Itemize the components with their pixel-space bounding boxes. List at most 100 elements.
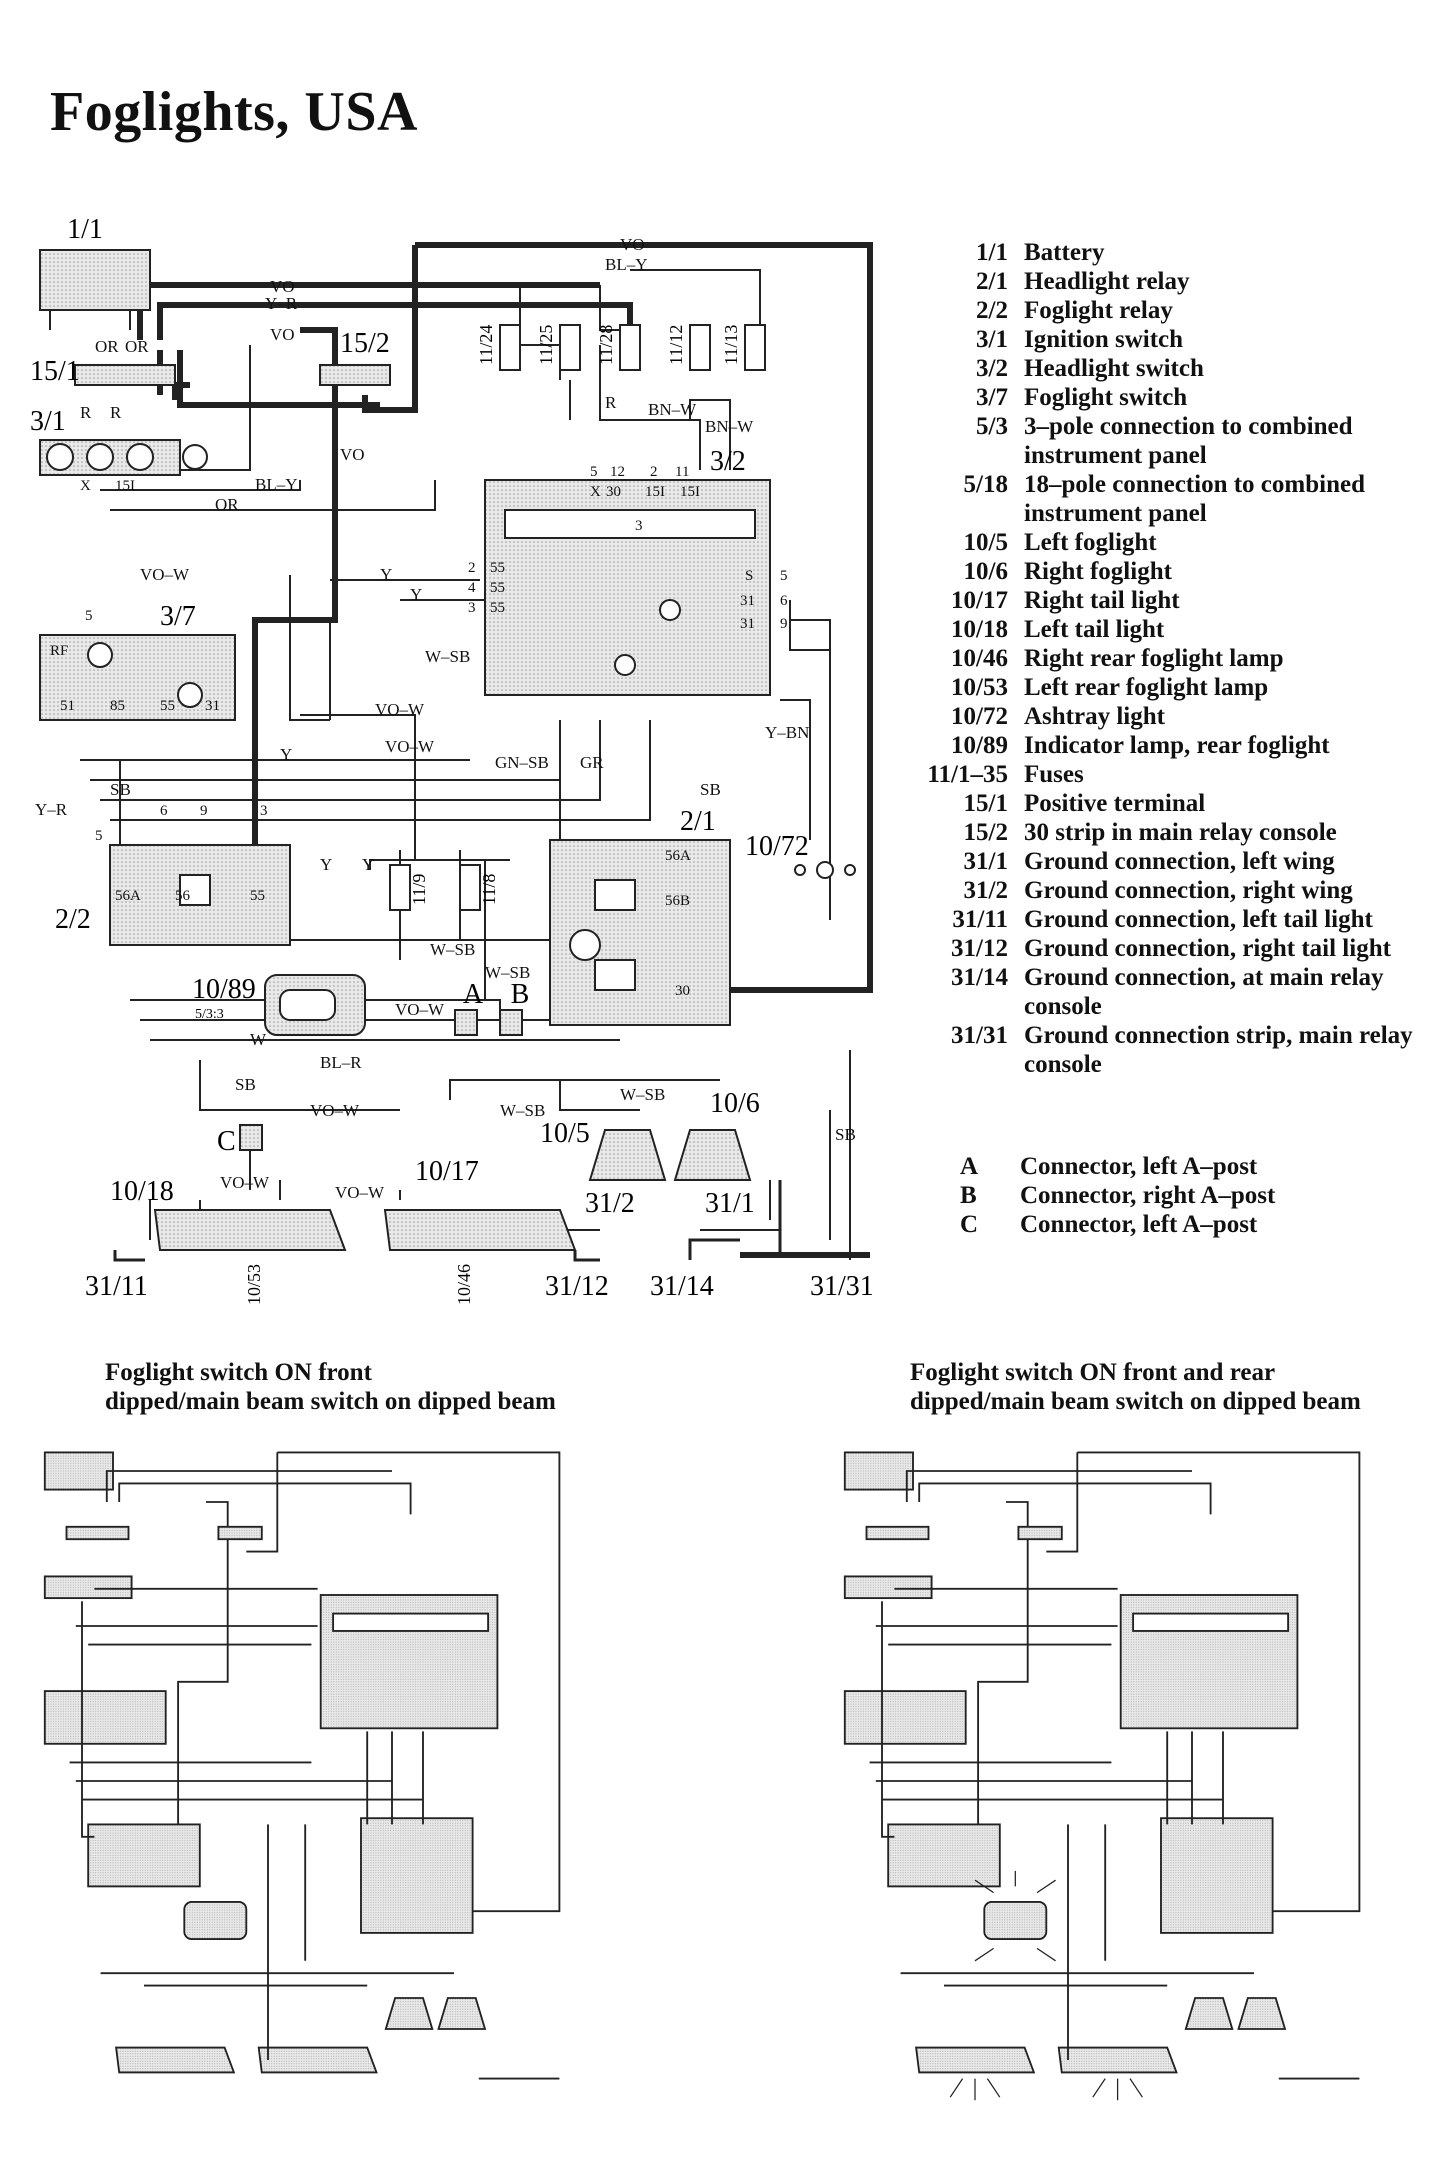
term-hl-r9: 9 [780,616,788,632]
legend-code: 31/12 [951,935,1008,962]
wire-label-gn-sb: GN–SB [495,753,549,772]
grounds [113,1180,870,1262]
connector-code: B [960,1182,977,1209]
strip-30-label: 15/2 [340,328,390,359]
term-hrel-56b: 56B [665,893,690,909]
legend-text: Headlight relay [1024,268,1190,295]
gnd-right-wing-label: 31/2 [585,1188,635,1219]
wire-label-y: Y [410,585,422,604]
gnd-left-wing-label: 31/1 [705,1188,755,1219]
term-hl-15i-2: 15I [680,484,700,500]
term-frel-9: 9 [200,803,208,819]
legend-code: 10/5 [963,529,1008,556]
legend-text: Ashtray light [1024,703,1165,730]
wire-label-w-sb: W–SB [485,963,530,982]
legend-code: 2/1 [976,268,1008,295]
wire-label-sb: SB [835,1125,856,1144]
legend-text: Ground connection, right tail light [1024,935,1391,962]
legend-text: Foglight relay [1024,297,1173,324]
term-hl-r6: 6 [780,593,788,609]
foglight-relay [109,844,291,946]
fuse-11-25: 11/25 [536,325,556,365]
legend-text: 3–pole connection to combined instrument… [1024,413,1353,469]
legend-text: Right foglight [1024,558,1172,585]
connector-b-label: B [511,979,530,1010]
term-frel-5: 5 [95,828,103,844]
strip-30 [319,364,391,386]
term-hl-x: X [590,484,601,500]
wire-label-vo-w: VO–W [385,737,435,756]
fuse-11-13: 11/13 [721,325,741,365]
term-frel-3: 3 [260,803,268,819]
legend-code: 5/3 [976,413,1008,440]
front-foglights [588,1129,752,1181]
legend-text: Ignition switch [1024,326,1184,353]
term-hl-31b: 31 [740,616,755,632]
legend-code: 15/1 [963,790,1008,817]
foglight-switch [39,634,236,721]
legend-code: 10/72 [951,703,1008,730]
legend-text: 30 strip in main relay console [1024,819,1337,846]
wire-label-bl-y: BL–Y [255,475,298,494]
term-ign-x: X [80,478,91,494]
legend-text: Ground connection, left wing [1024,848,1335,875]
legend-code: 10/18 [951,616,1008,643]
term-hl-l3: 3 [468,600,476,616]
legend-code: 5/18 [963,471,1008,498]
legend-row: 10/6 Right foglight [880,557,1440,586]
legend-text: Left rear foglight lamp [1024,674,1269,701]
wire-label-sb: SB [110,780,131,799]
legend-text: Fuses [1024,761,1084,788]
term-frel-56: 56 [175,888,191,904]
term-hl-11: 11 [675,464,689,480]
caption-front-rear: Foglight switch ON front and rear dipped… [910,1358,1361,1416]
wire-label-vo-w: VO–W [335,1183,385,1202]
wire-label-or: OR [125,337,149,356]
wire-label-w-sb: W–SB [430,940,475,959]
caption-front: Foglight switch ON front dipped/main bea… [105,1358,556,1416]
wire-label-w: W [250,1030,267,1049]
legend-text: Ground connection, right wing [1024,877,1353,904]
legend-code: 31/1 [963,848,1008,875]
legend-text: Right rear foglight lamp [1024,645,1284,672]
legend-code: 10/6 [963,558,1008,585]
caption-front-rear-line2: dipped/main beam switch on dipped beam [910,1388,1361,1415]
headlight-switch-label: 3/2 [710,446,746,477]
legend-code: 10/46 [951,645,1008,672]
legend-row: 31/12 Ground connection, right tail light [880,934,1440,963]
indicator-lamp-label: 10/89 [192,974,256,1005]
wire-label-y-r: Y–R [265,294,298,313]
legend-code: 10/17 [951,587,1008,614]
legend-code: 3/1 [976,326,1008,353]
headlight-switch [484,479,771,696]
indicator-conn-label: 5/3:3 [195,1007,224,1022]
wire-label-bn-w: BN–W [705,417,754,436]
legend-code: 11/1–35 [927,761,1008,788]
wire-label-gr: GR [580,753,604,772]
wire-label-bn-w: BN–W [648,400,697,419]
legend-code: 31/14 [951,964,1008,991]
wire-label-r: R [80,403,92,422]
battery [39,249,151,330]
connector-text: Connector, left A–post [1020,1153,1258,1180]
wire-label-y-bn: Y–BN [765,723,809,742]
connector-text: Connector, left A–post [1020,1211,1258,1238]
connector-code: A [960,1153,979,1180]
term-hl-12: 12 [610,464,625,480]
ignition-switch [39,439,208,476]
term-fsw-31: 31 [205,698,220,714]
ignition-switch-label: 3/1 [30,406,66,437]
wire-label-sb: SB [235,1075,256,1094]
mini-diagram-front-rear [843,1451,1361,2101]
legend-text: Foglight switch [1024,384,1188,411]
rear-fog-right-label: 10/46 [454,1264,474,1305]
term-hl-15i: 15I [645,484,665,500]
legend-text: Headlight switch [1024,355,1204,382]
wire-label-bl-r: BL–R [320,1053,362,1072]
legend-row: 31/1 Ground connection, left wing [880,847,1440,876]
term-fsw-85: 85 [110,698,125,714]
